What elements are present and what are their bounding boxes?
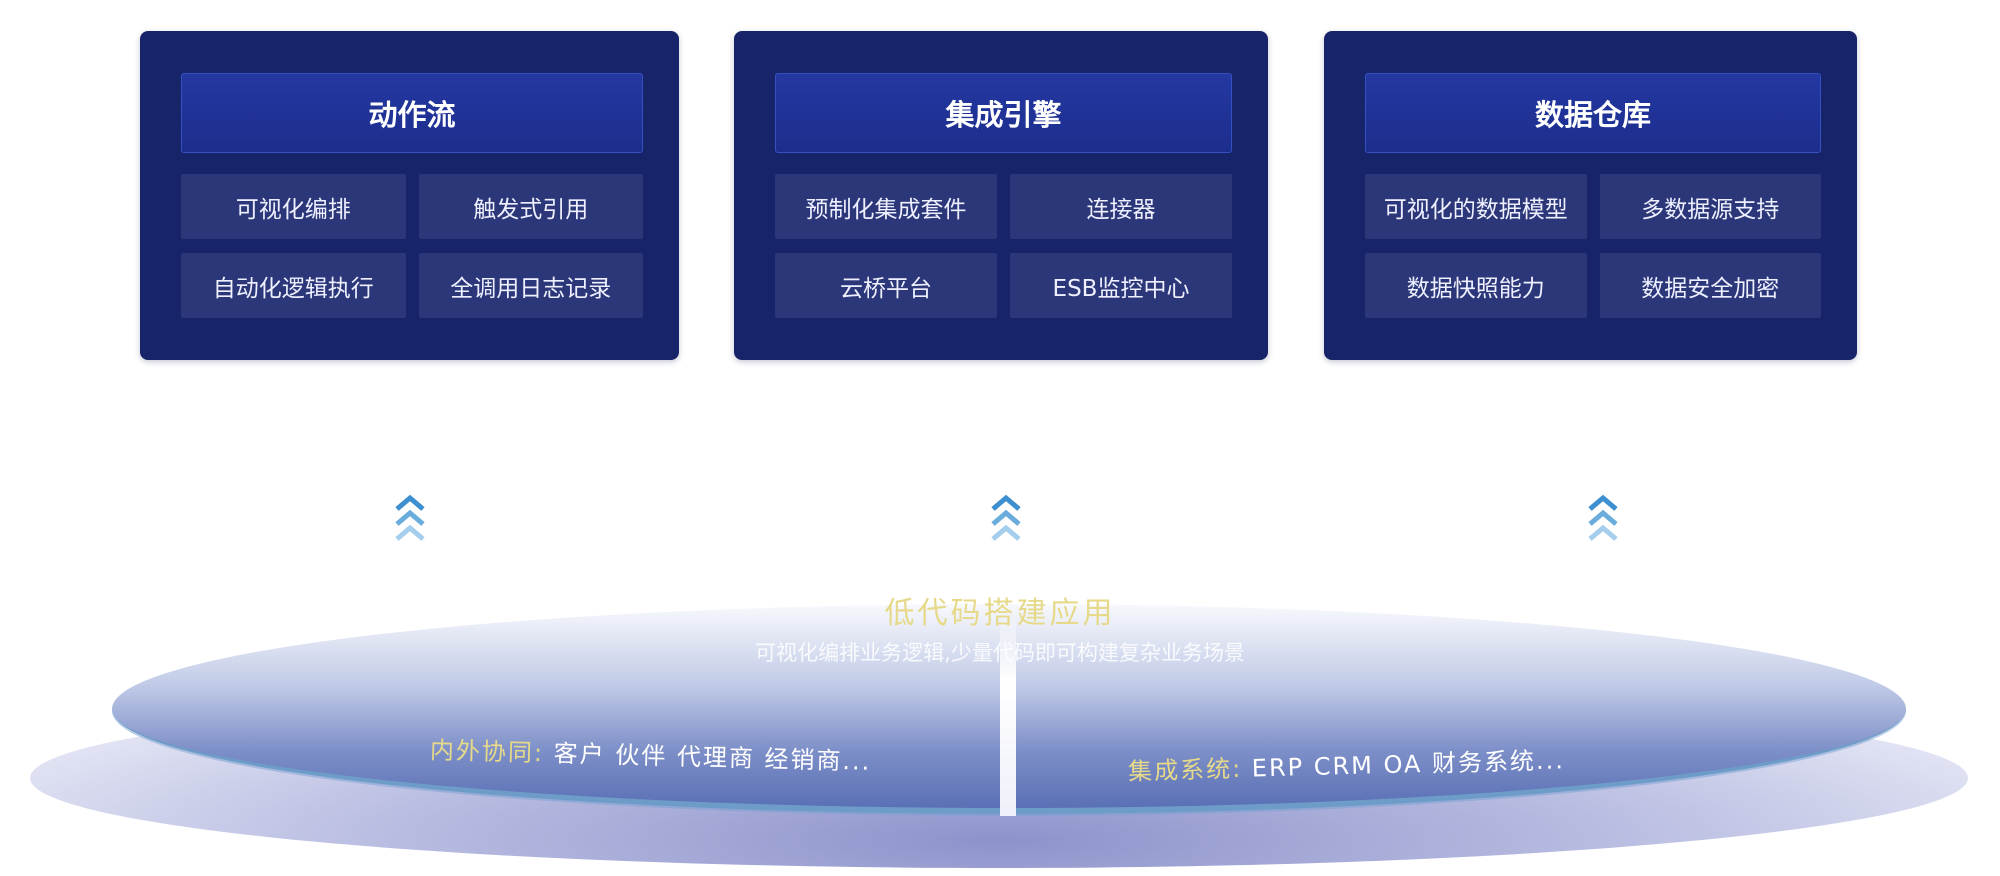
feature-cell: 可视化编排 [181,174,406,239]
center-pillar [1000,620,1016,816]
module-title: 集成引擎 [775,73,1232,153]
module-integration-engine: 集成引擎 预制化集成套件 连接器 云桥平台 ESB监控中心 [734,31,1268,360]
chevron-up-icon [395,494,425,541]
integration-label: 集成系统: [1127,754,1243,786]
module-data-warehouse: 数据仓库 可视化的数据模型 多数据源支持 数据快照能力 数据安全加密 [1324,31,1857,360]
feature-cell: 自动化逻辑执行 [181,253,406,318]
feature-cell: 预制化集成套件 [775,174,997,239]
collaboration-label: 内外协同: [429,736,545,768]
feature-cell: 触发式引用 [418,174,643,239]
feature-grid: 可视化的数据模型 多数据源支持 数据快照能力 数据安全加密 [1365,174,1821,318]
feature-cell: 数据安全加密 [1599,253,1821,318]
platform-subtitle: 可视化编排业务逻辑,少量代码即可构建复杂业务场景 [755,641,1245,665]
chevron-up-icon [991,494,1021,541]
feature-cell: 全调用日志记录 [418,253,643,318]
module-title: 数据仓库 [1365,73,1821,153]
module-action-flow: 动作流 可视化编排 触发式引用 自动化逻辑执行 全调用日志记录 [140,31,679,360]
module-title: 动作流 [181,73,643,153]
feature-grid: 预制化集成套件 连接器 云桥平台 ESB监控中心 [775,174,1232,318]
feature-cell: 云桥平台 [775,253,997,318]
feature-cell: 数据快照能力 [1365,253,1587,318]
feature-cell: ESB监控中心 [1010,253,1232,318]
feature-cell: 多数据源支持 [1599,174,1821,239]
feature-grid: 可视化编排 触发式引用 自动化逻辑执行 全调用日志记录 [181,174,643,318]
platform-title: 低代码搭建应用 [884,596,1116,631]
feature-cell: 可视化的数据模型 [1365,174,1587,239]
feature-cell: 连接器 [1010,174,1232,239]
chevron-up-icon [1588,494,1618,541]
